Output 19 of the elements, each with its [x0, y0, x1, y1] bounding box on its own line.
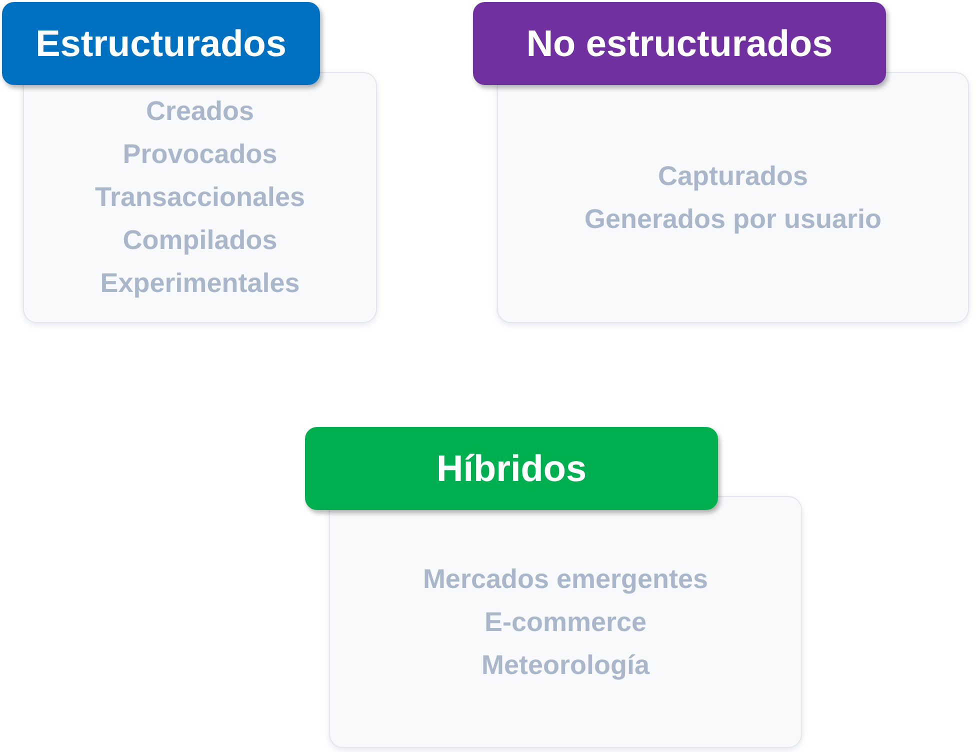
- list-item: Transaccionales: [94, 181, 306, 214]
- list-item: Mercados emergentes: [422, 562, 708, 596]
- list-item: Provocados: [122, 138, 278, 171]
- list-item: E-commerce: [484, 606, 647, 638]
- category-title: Estructurados: [36, 22, 286, 64]
- category-card: [497, 72, 969, 323]
- category-header: [473, 2, 886, 85]
- category-card: [23, 72, 377, 323]
- category-title: Híbridos: [436, 448, 587, 490]
- category-header: [305, 427, 718, 510]
- list-item: Capturados: [658, 160, 808, 193]
- list-item: Generados por usuario: [584, 202, 882, 236]
- list-item: Creados: [146, 95, 254, 128]
- list-item: Experimentales: [100, 267, 300, 300]
- category-header: [2, 2, 320, 85]
- list-item: Meteorología: [481, 648, 650, 682]
- list-item: Compilados: [122, 224, 278, 257]
- category-card: [329, 496, 802, 748]
- category-title: No estructurados: [526, 22, 833, 64]
